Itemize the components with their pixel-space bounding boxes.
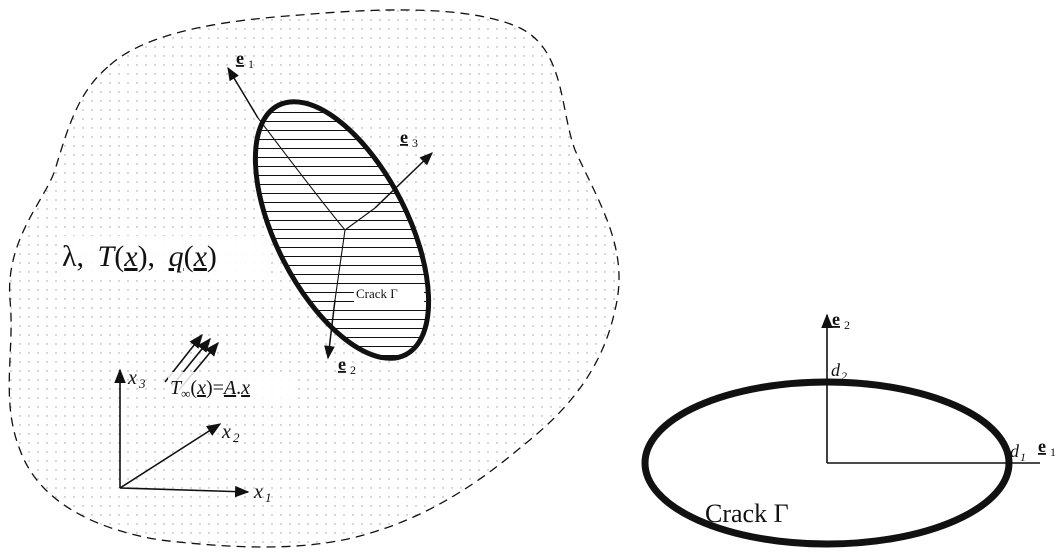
d2-label: d bbox=[831, 360, 841, 380]
x3-label: x bbox=[127, 367, 137, 389]
e1-label-local: e bbox=[1038, 436, 1046, 456]
e1-label: e bbox=[236, 48, 244, 68]
material-properties-label: λ, T(x), q(x) bbox=[58, 236, 266, 274]
far-field-label: T∞(x)=A.x bbox=[170, 377, 250, 401]
d2-sub: 2 bbox=[841, 369, 847, 383]
e3-sub: 3 bbox=[412, 136, 418, 150]
e2-label: e bbox=[338, 354, 346, 374]
e2-sub-local: 2 bbox=[844, 318, 850, 332]
e3-axis bbox=[374, 152, 433, 209]
material-label-bg bbox=[58, 236, 266, 274]
x1-label: x bbox=[253, 481, 263, 503]
x2-sub: 2 bbox=[233, 430, 240, 445]
material-label: λ, T(x), q(x) bbox=[62, 240, 217, 273]
d1-sub: 1 bbox=[1020, 450, 1026, 464]
local-axes: e 1 e 2 e 3 bbox=[227, 48, 433, 377]
crack-label-bg bbox=[354, 284, 424, 302]
e3-label: e bbox=[400, 127, 408, 147]
x1-axis bbox=[119, 485, 250, 498]
far-field-temperature: T∞(x)=A.x bbox=[168, 372, 293, 401]
x2-axis bbox=[119, 423, 222, 489]
x2-label: x bbox=[221, 421, 231, 443]
e2-sub: 2 bbox=[350, 363, 356, 377]
e2-label-local: e bbox=[832, 309, 840, 329]
x3-sub: 3 bbox=[138, 376, 146, 391]
e2-axis bbox=[324, 299, 336, 360]
crack-label: Crack Γ bbox=[356, 286, 398, 301]
crack-outline bbox=[252, 99, 432, 361]
x1-sub: 1 bbox=[265, 490, 272, 505]
crack-internal-lines bbox=[257, 117, 376, 301]
e1-sub-local: 1 bbox=[1050, 445, 1056, 459]
d1-label: d bbox=[1010, 441, 1020, 461]
global-axes: x 1 x 2 x 3 bbox=[114, 367, 272, 505]
crack-label-local: Crack Γ bbox=[705, 499, 789, 528]
e1-sub: 1 bbox=[248, 57, 254, 71]
crack-local-frame: e 1 e 2 d 1 d 2 Crack Γ bbox=[641, 309, 1056, 548]
e1-axis bbox=[227, 66, 259, 119]
far-field-label-bg bbox=[168, 372, 293, 400]
